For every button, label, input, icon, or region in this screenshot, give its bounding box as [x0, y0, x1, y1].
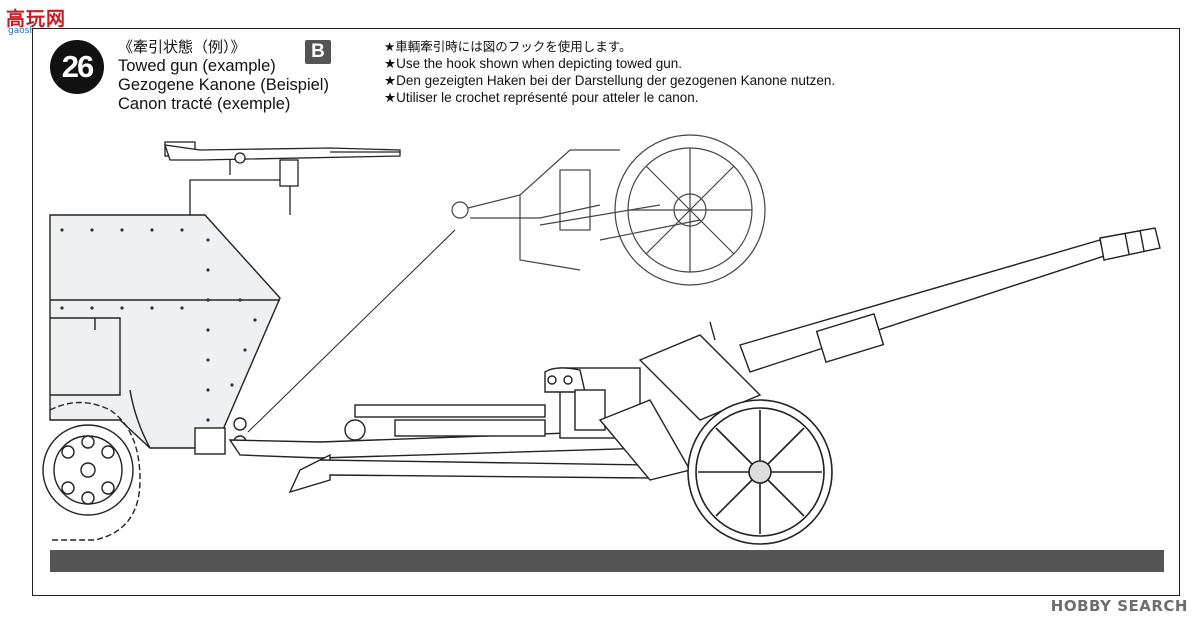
step-title-fr: Canon tracté (exemple)	[118, 95, 291, 113]
step-title-en: Towed gun (example)	[118, 57, 276, 75]
step-title-jp: 《牽引状態（例）》	[118, 38, 246, 56]
part-group-letter: B	[311, 41, 325, 62]
step-title: 《牽引状態（例）》 Towed gun (example) Gezogene K…	[118, 38, 329, 114]
hull-rivets	[60, 228, 257, 422]
hook-detail-inset	[451, 134, 766, 286]
assembly-notes: ★車輌牽引時には図のフックを使用します。 ★Use the hook shown…	[384, 38, 835, 106]
step-number: 26	[61, 49, 95, 84]
tow-hook	[194, 417, 247, 455]
step-number-badge: 26	[50, 40, 104, 94]
note-de: ★Den gezeigten Haken bei der Darstellung…	[384, 73, 836, 88]
note-jp: ★車輌牽引時には図のフックを使用します。	[384, 39, 632, 54]
gun-carriage	[544, 321, 762, 481]
step-title-de: Gezogene Kanone (Beispiel)	[118, 76, 329, 94]
part-group-badge: B	[305, 40, 331, 64]
note-en: ★Use the hook shown when depicting towed…	[384, 56, 683, 71]
machine-gun-mount	[164, 141, 401, 215]
watermark: HOBBY SEARCH	[1051, 597, 1188, 615]
leader-line	[247, 229, 456, 433]
note-fr: ★Utiliser le crochet représenté pour att…	[384, 90, 699, 105]
halftrack-track-wheel	[42, 401, 141, 541]
watermark-text: HOBBY SEARCH	[1050, 597, 1188, 615]
site-logo-name: 高玩网	[6, 8, 67, 30]
gun-barrel	[739, 227, 1161, 373]
gun-trail	[228, 404, 651, 494]
gun-wheel	[687, 399, 833, 545]
ground-strip	[50, 550, 1164, 572]
halftrack-hull	[49, 214, 281, 449]
